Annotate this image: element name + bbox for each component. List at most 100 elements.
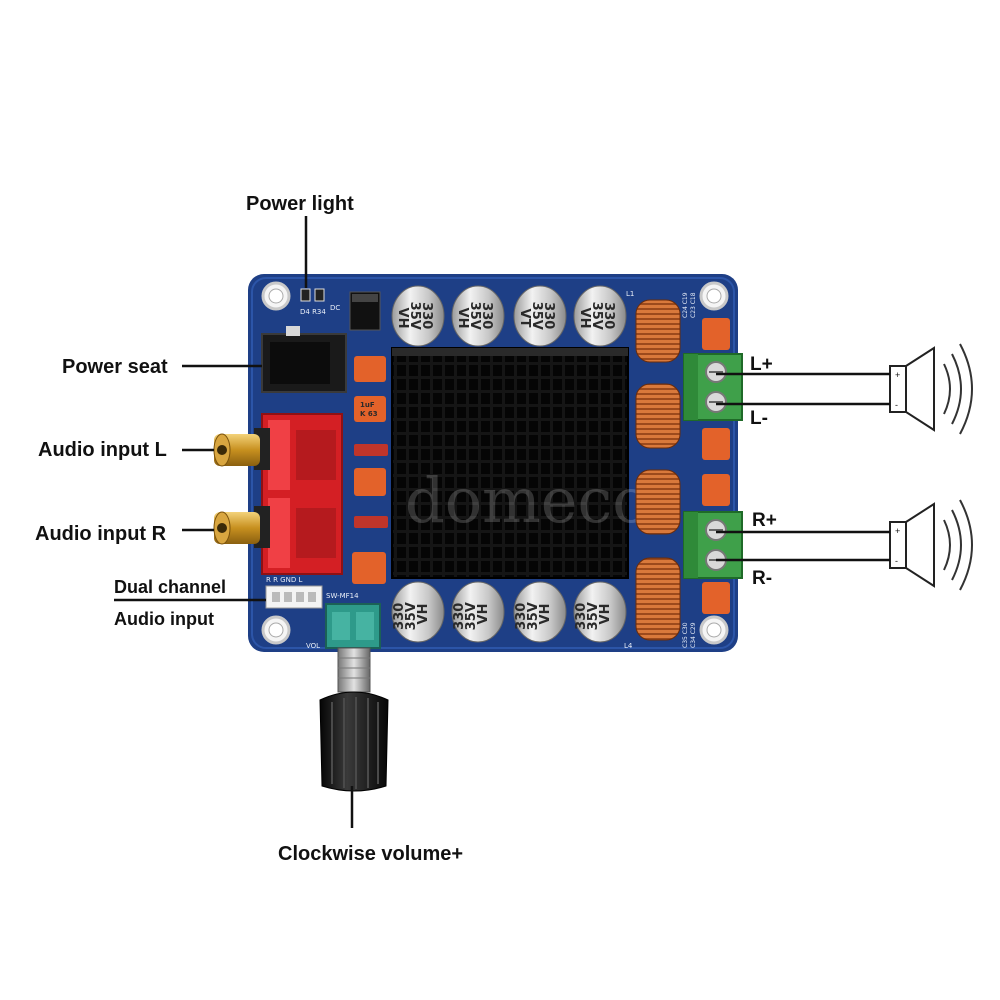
cap-text: 35V (407, 302, 422, 330)
label-audio-input-l: Audio input L (38, 439, 167, 461)
cap-text: VH (395, 308, 410, 329)
electrolytic-capacitor: 330 35V VH (573, 581, 627, 643)
svg-text:-: - (895, 400, 898, 410)
electrolytic-capacitor: 330 35V VH (573, 285, 627, 347)
svg-text:330 35V VT: 330 35V VT (517, 302, 556, 335)
power-seat-jack: DC (261, 304, 347, 393)
film-capacitor (354, 356, 386, 382)
input-header-silkscreen: R R GND L (266, 576, 302, 584)
pot-silkscreen: SW-MF14 (326, 592, 359, 600)
cap-text: 35V (529, 302, 544, 330)
electrolytic-capacitor: 330 35V VH (391, 285, 445, 347)
cap-text: 35V (404, 602, 419, 630)
film-capacitor (354, 468, 386, 496)
inductor-coil (635, 383, 681, 449)
cap-text: VT (517, 309, 532, 328)
resistor (354, 444, 388, 456)
svg-text:330 35V VH: 330 35V VH (392, 598, 431, 631)
c-bot-silkscreen: C35 C30 (682, 622, 689, 648)
label-dual-channel: Dual channel (114, 577, 226, 597)
speaker-wires (716, 372, 890, 562)
inductor-coil (635, 299, 681, 363)
film-capacitor (702, 474, 730, 506)
label-power-seat: Power seat (62, 356, 168, 378)
c-top-silkscreen: C24 C19 (682, 292, 689, 318)
regulator-chip (349, 291, 381, 331)
cap-text: VH (455, 308, 470, 329)
svg-text:330 35V VH: 330 35V VH (577, 302, 616, 335)
cap-text: VH (538, 604, 553, 625)
svg-text:330 35V VH: 330 35V VH (514, 598, 553, 631)
volume-knob[interactable] (319, 647, 389, 792)
svg-text:330 35V VH: 330 35V VH (452, 598, 491, 631)
c-top-silkscreen: C23 C18 (690, 292, 697, 318)
speaker-icon: + - (889, 343, 973, 435)
electrolytic-capacitor: 330 35V VH (451, 285, 505, 347)
svg-text:330 35V VH: 330 35V VH (395, 302, 434, 335)
cap-text: 35V (586, 602, 601, 630)
label-power-light: Power light (246, 193, 354, 215)
cap-text: 330 (514, 603, 529, 630)
label-r-plus: R+ (752, 510, 777, 531)
dual-channel-input-header: R R GND L (265, 576, 323, 609)
mounting-hole (699, 281, 729, 311)
label-l-plus: L+ (750, 354, 773, 375)
heatsink (391, 347, 629, 579)
film-capacitor (702, 582, 730, 614)
cap-text: VH (476, 604, 491, 625)
cap-text: 330 (479, 302, 494, 329)
cap-text: 330 (601, 302, 616, 329)
speaker-terminal-right (683, 511, 743, 579)
inductor-coil (635, 557, 681, 641)
cap-text: 330 (541, 302, 556, 329)
svg-text:+: + (895, 526, 900, 536)
speaker-terminal-left (683, 353, 743, 421)
electrolytic-capacitor: 330 35V VH (391, 581, 445, 643)
inductor-coil (635, 469, 681, 535)
svg-text:-: - (895, 556, 898, 566)
cap-text: 35V (467, 302, 482, 330)
film-capacitor (702, 428, 730, 460)
electrolytic-capacitor: 330 35V VH (513, 581, 567, 643)
cap-text: 35V (526, 602, 541, 630)
callout-lines (114, 216, 354, 828)
power-led: D4 R34 (300, 288, 326, 316)
rca-housing (261, 413, 343, 575)
speaker-icon: + - (889, 499, 973, 591)
electrolytic-capacitor: 330 35V VT (513, 285, 567, 347)
label-audio-input-r: Audio input R (35, 523, 167, 545)
mounting-hole (261, 281, 291, 311)
l1-silkscreen: L1 (626, 290, 634, 298)
label-r-minus: R- (752, 568, 772, 589)
resistor (354, 516, 388, 528)
dc-silkscreen: DC (330, 304, 340, 312)
cap-text: VH (416, 604, 431, 625)
svg-text:330 35V VH: 330 35V VH (455, 302, 494, 335)
watermark: domeco (405, 464, 650, 537)
vol-silkscreen: VOL (306, 642, 320, 650)
mounting-hole (699, 615, 729, 645)
volume-potentiometer-base: SW-MF14 VOL (306, 592, 381, 650)
label-clockwise-volume: Clockwise volume+ (278, 843, 463, 865)
rca-jack-left (213, 428, 270, 470)
mounting-hole (261, 615, 291, 645)
l4-silkscreen: L4 (624, 642, 633, 650)
label-l-minus: L- (750, 408, 768, 429)
svg-text:+: + (895, 370, 900, 380)
small-cap-text: 1uF (360, 401, 375, 409)
c-bot-silkscreen: C34 C29 (690, 622, 697, 648)
rca-jack-right (213, 506, 270, 548)
film-capacitor: 1uF K 63 (354, 396, 386, 422)
cap-text: 330 (419, 302, 434, 329)
cap-text: 35V (464, 602, 479, 630)
electrolytic-capacitor: 330 35V VH (451, 581, 505, 643)
cap-text: 330 (574, 603, 589, 630)
pcb-board: D4 R34 DC (213, 274, 743, 652)
film-capacitor (352, 552, 386, 584)
svg-text:330 35V VH: 330 35V VH (574, 598, 613, 631)
cap-text: 330 (452, 603, 467, 630)
cap-text: VH (577, 308, 592, 329)
film-capacitor (702, 318, 730, 350)
label-audio-input: Audio input (114, 609, 214, 629)
